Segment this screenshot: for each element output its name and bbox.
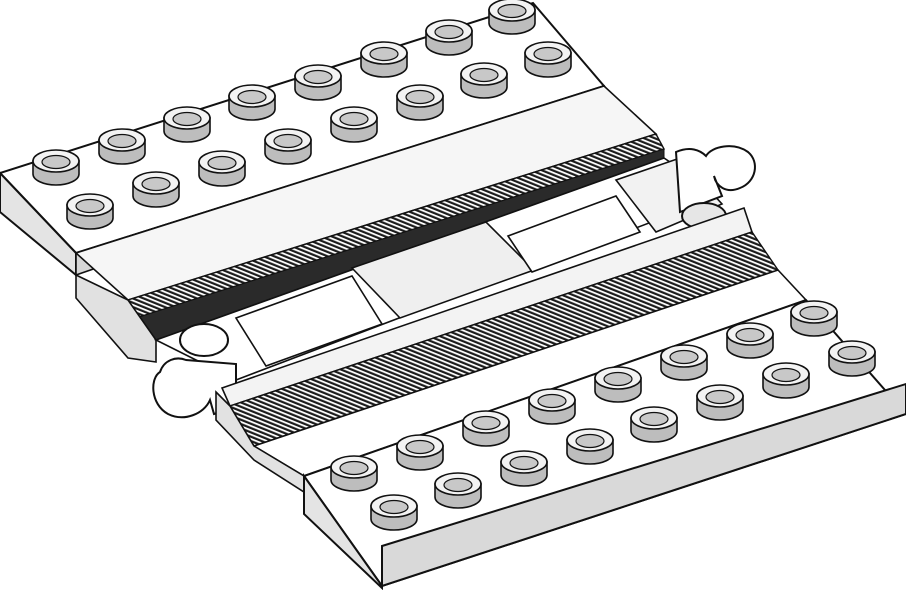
- stud-upper-front-4: [330, 106, 378, 143]
- lower-plate-front-face: [381, 382, 906, 588]
- stud-upper-front-7: [132, 171, 180, 208]
- stud-upper-back-2: [425, 19, 473, 56]
- stud-lower-back-8: [330, 455, 378, 492]
- stud-upper-back-7: [98, 128, 146, 165]
- stud-lower-back-4: [594, 366, 642, 403]
- left-window: [234, 275, 384, 367]
- stud-upper-front-8: [66, 193, 114, 230]
- stud-lower-front-8: [370, 494, 418, 531]
- stud-upper-back-6: [163, 106, 211, 143]
- stud-upper-back-5: [228, 84, 276, 121]
- upper-plate-step-face: [75, 273, 157, 363]
- right-window: [506, 195, 642, 273]
- stud-upper-front-2: [460, 62, 508, 99]
- stud-lower-back-3: [660, 344, 708, 381]
- stud-lower-front-6: [500, 450, 548, 487]
- stud-upper-back-3: [360, 41, 408, 78]
- stud-upper-back-8: [32, 149, 80, 186]
- left-peg-head: [179, 323, 229, 357]
- stud-upper-front-5: [264, 128, 312, 165]
- stud-lower-front-2: [762, 362, 810, 399]
- stud-lower-front-1: [828, 340, 876, 377]
- stud-upper-front-6: [198, 150, 246, 187]
- stud-upper-back-1: [488, 0, 536, 35]
- stud-lower-back-5: [528, 388, 576, 425]
- stud-lower-back-2: [726, 322, 774, 359]
- lower-plate-left-face: [303, 472, 383, 590]
- stud-lower-back-1: [790, 300, 838, 337]
- lower-track-channel: [215, 206, 808, 494]
- stud-lower-front-4: [630, 406, 678, 443]
- stud-upper-front-1: [524, 41, 572, 78]
- stud-lower-front-3: [696, 384, 744, 421]
- stud-lower-back-7: [396, 434, 444, 471]
- stud-lower-back-6: [462, 410, 510, 447]
- stud-lower-front-7: [434, 472, 482, 509]
- stud-lower-front-5: [566, 428, 614, 465]
- stud-upper-back-4: [294, 64, 342, 101]
- stud-grid: [32, 0, 876, 531]
- stud-upper-front-3: [396, 84, 444, 121]
